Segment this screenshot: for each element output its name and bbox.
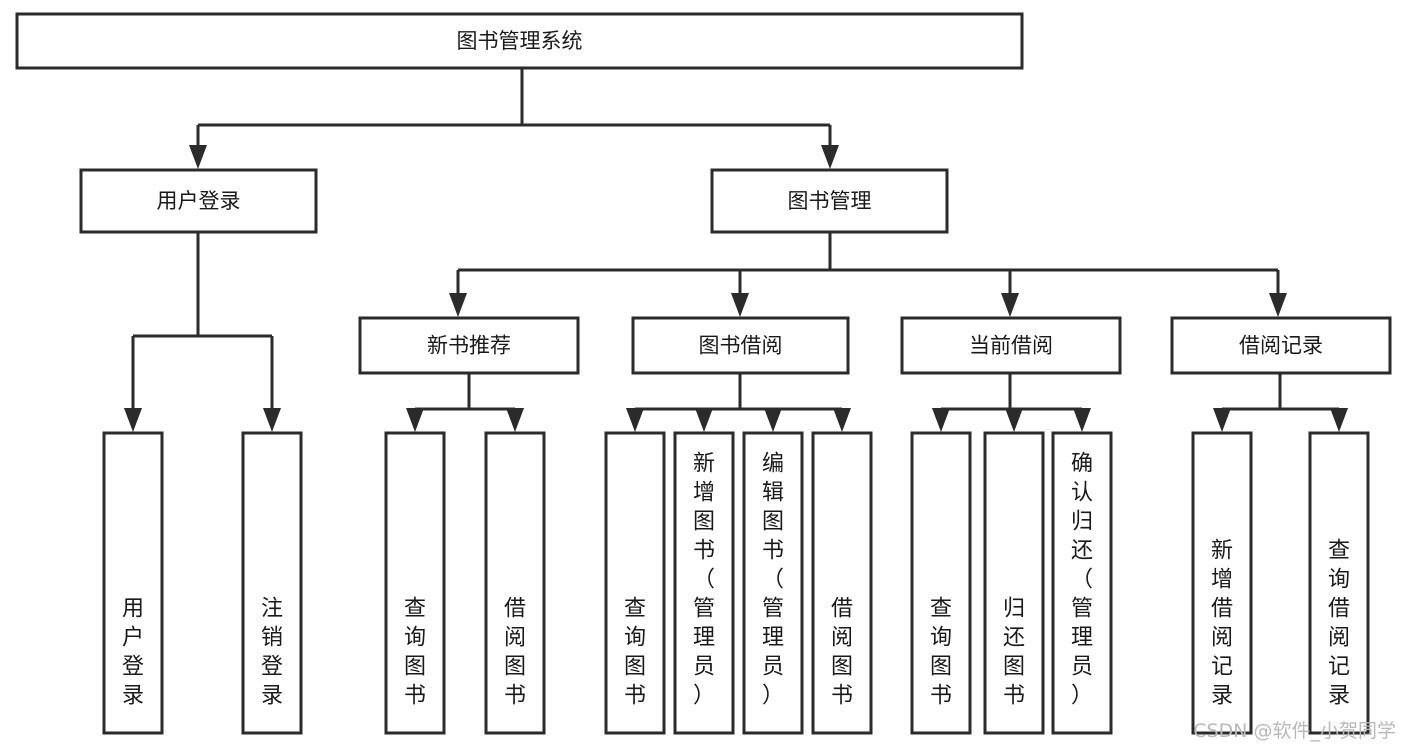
- node-leaf-logout[interactable]: 注销登录: [241, 431, 303, 735]
- node-leaf-add-borrow-record-box[interactable]: [1191, 431, 1253, 735]
- node-leaf-query-book-current-box[interactable]: [910, 431, 972, 735]
- node-leaf-add-book-admin-label: 新增图书（管理员）: [693, 452, 715, 709]
- connector-layer: [124, 68, 1348, 432]
- node-leaf-return-book-label: 归还图书: [1003, 597, 1025, 709]
- node-leaf-return-book-box[interactable]: [983, 431, 1045, 735]
- node-current-borrow-label: 当前借阅: [969, 334, 1053, 358]
- node-user-login[interactable]: 用户登录: [79, 168, 318, 234]
- node-layer: 图书管理系统用户登录图书管理新书推荐图书借阅当前借阅借阅记录用户登录注销登录查询…: [15, 12, 1392, 735]
- node-leaf-confirm-return-admin[interactable]: 确认归还（管理员）: [1051, 431, 1113, 735]
- csdn-watermark: CSDN @软件_小贺同学: [1193, 720, 1396, 742]
- node-current-borrow[interactable]: 当前借阅: [900, 316, 1122, 375]
- node-leaf-borrow-book-box[interactable]: [811, 431, 873, 735]
- node-book-manage[interactable]: 图书管理: [710, 168, 949, 234]
- node-leaf-add-book-admin[interactable]: 新增图书（管理员）: [673, 431, 735, 735]
- node-book-manage-label: 图书管理: [788, 189, 872, 213]
- node-leaf-query-book-borrow-label: 查询图书: [624, 597, 646, 709]
- node-leaf-edit-book-admin[interactable]: 编辑图书（管理员）: [742, 431, 804, 735]
- conn-new-book-to-leaves: [406, 373, 524, 432]
- node-leaf-confirm-return-admin-label: 确认归还（管理员）: [1071, 452, 1093, 709]
- node-new-book-recommend-label: 新书推荐: [427, 334, 511, 358]
- node-book-borrow-label: 图书借阅: [699, 334, 783, 358]
- node-borrow-record[interactable]: 借阅记录: [1170, 316, 1392, 375]
- conn-book-manage-to-level2: [449, 232, 1287, 317]
- node-leaf-add-book-admin-box[interactable]: [673, 431, 735, 735]
- node-leaf-query-borrow-record[interactable]: 查询借阅记录: [1308, 431, 1370, 735]
- node-leaf-user-login[interactable]: 用户登录: [102, 431, 164, 735]
- node-borrow-record-label: 借阅记录: [1239, 334, 1323, 358]
- node-leaf-query-borrow-record-box[interactable]: [1308, 431, 1370, 735]
- node-leaf-query-borrow-record-label: 查询借阅记录: [1328, 539, 1350, 709]
- node-borrow-record-box[interactable]: [1170, 316, 1392, 375]
- node-leaf-query-book-rec-label: 查询图书: [404, 597, 426, 709]
- node-leaf-borrow-book[interactable]: 借阅图书: [811, 431, 873, 735]
- node-leaf-query-book-current-label: 查询图书: [930, 597, 952, 709]
- node-root-system[interactable]: 图书管理系统: [15, 12, 1024, 70]
- node-root-system-box[interactable]: [15, 12, 1024, 70]
- node-leaf-borrow-book-rec[interactable]: 借阅图书: [484, 431, 546, 735]
- node-leaf-query-book-borrow[interactable]: 查询图书: [604, 431, 666, 735]
- node-book-borrow[interactable]: 图书借阅: [631, 316, 850, 375]
- node-leaf-borrow-book-rec-box[interactable]: [484, 431, 546, 735]
- node-leaf-confirm-return-admin-box[interactable]: [1051, 431, 1113, 735]
- node-user-login-label: 用户登录: [157, 189, 241, 213]
- conn-user-login-to-leaves: [124, 232, 281, 432]
- node-leaf-add-borrow-record-label: 新增借阅记录: [1211, 539, 1233, 709]
- node-leaf-query-book-borrow-box[interactable]: [604, 431, 666, 735]
- node-leaf-query-book-rec-box[interactable]: [384, 431, 446, 735]
- node-leaf-user-login-label: 用户登录: [122, 597, 144, 709]
- node-leaf-borrow-book-label: 借阅图书: [831, 597, 853, 709]
- node-leaf-add-borrow-record[interactable]: 新增借阅记录: [1191, 431, 1253, 735]
- conn-book-borrow-to-leaves: [626, 373, 851, 432]
- node-leaf-borrow-book-rec-label: 借阅图书: [504, 597, 526, 709]
- conn-borrow-record-to-leaves: [1213, 373, 1348, 432]
- conn-current-borrow-to-leaves: [932, 373, 1091, 432]
- node-leaf-edit-book-admin-label: 编辑图书（管理员）: [762, 452, 784, 709]
- node-current-borrow-box[interactable]: [900, 316, 1122, 375]
- node-book-manage-box[interactable]: [710, 168, 949, 234]
- node-leaf-return-book[interactable]: 归还图书: [983, 431, 1045, 735]
- node-leaf-logout-label: 注销登录: [261, 597, 283, 709]
- node-new-book-recommend[interactable]: 新书推荐: [358, 316, 580, 375]
- node-leaf-user-login-box[interactable]: [102, 431, 164, 735]
- node-leaf-logout-box[interactable]: [241, 431, 303, 735]
- node-leaf-query-book-rec[interactable]: 查询图书: [384, 431, 446, 735]
- node-book-borrow-box[interactable]: [631, 316, 850, 375]
- node-leaf-edit-book-admin-box[interactable]: [742, 431, 804, 735]
- node-root-system-label: 图书管理系统: [457, 29, 583, 53]
- node-new-book-recommend-box[interactable]: [358, 316, 580, 375]
- node-leaf-query-book-current[interactable]: 查询图书: [910, 431, 972, 735]
- node-user-login-box[interactable]: [79, 168, 318, 234]
- conn-root-to-level1: [189, 68, 839, 169]
